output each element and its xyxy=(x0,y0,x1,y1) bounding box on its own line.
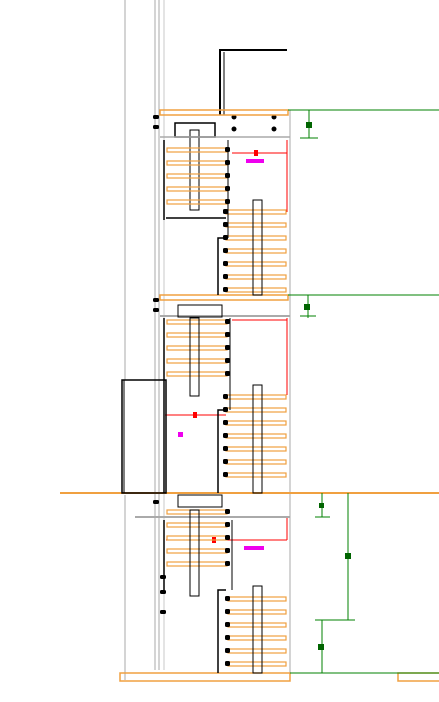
flight-3-upper-right-bolt xyxy=(225,609,230,614)
flight-3-upper-right-bolt xyxy=(225,635,230,640)
wall-anchor-bolt xyxy=(153,115,159,119)
flight-1-upper-right-tread xyxy=(225,222,287,228)
flight-1-lower-left-tread xyxy=(166,160,228,166)
flight-3-lower-left-bolt xyxy=(225,522,230,527)
flight-2-lower-left-tread xyxy=(166,371,228,377)
flight-2-upper-right-tread xyxy=(225,407,287,413)
flight-3-upper-right-bolt xyxy=(225,622,230,627)
flight-1-upper-right-tread xyxy=(225,274,287,280)
wall-anchor-bolt xyxy=(153,500,159,504)
flight-1-lower-left-tread xyxy=(166,199,228,205)
flight-3-lower-left-bolt xyxy=(225,509,230,514)
flight-2-lower-left-bolt xyxy=(225,358,230,363)
flight-1-lower-left-tread xyxy=(166,173,228,179)
stair-flights xyxy=(153,115,287,667)
slab-level-3 xyxy=(159,294,289,301)
flight-2-upper-right-bolt xyxy=(223,394,228,399)
flight-1-lower-left-tread xyxy=(166,186,228,192)
wall-anchor-bolt xyxy=(160,575,166,579)
slab-level-4 xyxy=(159,109,289,116)
flight-1-upper-right-bolt xyxy=(223,261,228,266)
flight-1-upper-right-bolt xyxy=(223,248,228,253)
flight-2-upper-right-tread xyxy=(225,433,287,439)
flight-1-upper-right-tread xyxy=(225,248,287,254)
flight-3-lower-left-tread xyxy=(166,522,228,528)
stair-posts xyxy=(177,199,263,674)
flight-2-upper-right-tread xyxy=(225,459,287,465)
top-parapet xyxy=(174,49,287,211)
stair-stringers xyxy=(163,140,233,673)
flight-3-upper-right-tread xyxy=(227,609,287,615)
flight-3-upper-right-tread xyxy=(227,622,287,628)
flight-2-lower-left-tread xyxy=(166,358,228,364)
top-bolts xyxy=(231,114,277,132)
flight-2-lower-left-bolt xyxy=(225,319,230,324)
flight-2-lower-left-bolt xyxy=(225,345,230,350)
flight-3-upper-right-tread xyxy=(227,635,287,641)
flight-3-upper-right-tread xyxy=(227,596,287,602)
flight-2-upper-right-tread xyxy=(225,394,287,400)
door-frame xyxy=(121,379,167,494)
flight-3-upper-right-bolt xyxy=(225,648,230,653)
flight-2-upper-right-tread xyxy=(225,420,287,426)
flight-3-lower-left-bolt xyxy=(225,548,230,553)
flight-3-upper-right-bolt xyxy=(225,661,230,666)
flight-1-upper-right-bolt xyxy=(223,287,228,292)
flight-3-upper-right-bolt xyxy=(225,596,230,601)
flight-1-upper-right-tread xyxy=(225,261,287,267)
wall-anchor-bolt xyxy=(160,590,166,594)
flight-3-lower-left-tread xyxy=(166,509,228,515)
flight-2-lower-left-bolt xyxy=(225,371,230,376)
flight-2-upper-right-bolt xyxy=(223,420,228,425)
flight-2-upper-right-tread xyxy=(225,446,287,452)
flight-2-upper-right-bolt xyxy=(223,459,228,464)
flight-2-lower-left-tread xyxy=(166,332,228,338)
wall-anchor-bolt xyxy=(153,308,159,312)
flight-1-upper-right-bolt xyxy=(223,222,228,227)
wall-anchor-bolt xyxy=(153,298,159,302)
flight-2-upper-right-tread xyxy=(225,472,287,478)
wall-anchor-bolt xyxy=(153,125,159,129)
slab-level-1 xyxy=(119,672,291,682)
flight-2-upper-right-bolt xyxy=(223,433,228,438)
flight-3-upper-right-tread xyxy=(227,661,287,667)
flight-2-upper-right-bolt xyxy=(223,446,228,451)
flight-1-upper-right-tread xyxy=(225,235,287,241)
flight-3-lower-left-tread xyxy=(166,548,228,554)
flight-1-upper-right-tread xyxy=(225,287,287,293)
flight-1-upper-right-bolt xyxy=(223,274,228,279)
floor-slabs xyxy=(119,109,439,682)
dimension-markers xyxy=(304,122,351,650)
building-outline xyxy=(124,0,291,680)
flight-1-upper-right-tread xyxy=(225,209,287,215)
flight-2-lower-left-tread xyxy=(166,319,228,325)
flight-3-lower-left-bolt xyxy=(225,535,230,540)
wall-anchor-bolt xyxy=(160,610,166,614)
flight-2-lower-left-bolt xyxy=(225,332,230,337)
flight-3-lower-left-bolt xyxy=(225,561,230,566)
magenta-tags xyxy=(178,159,264,550)
flight-1-upper-right-bolt xyxy=(223,209,228,214)
flight-2-lower-left-tread xyxy=(166,345,228,351)
flight-3-lower-left-tread xyxy=(166,535,228,541)
slab-outside xyxy=(397,672,439,682)
flight-3-lower-left-tread xyxy=(166,561,228,567)
level-lines xyxy=(288,109,439,674)
flight-2-upper-right-bolt xyxy=(223,472,228,477)
flight-3-upper-right-tread xyxy=(227,648,287,654)
flight-1-lower-left-tread xyxy=(166,147,228,153)
